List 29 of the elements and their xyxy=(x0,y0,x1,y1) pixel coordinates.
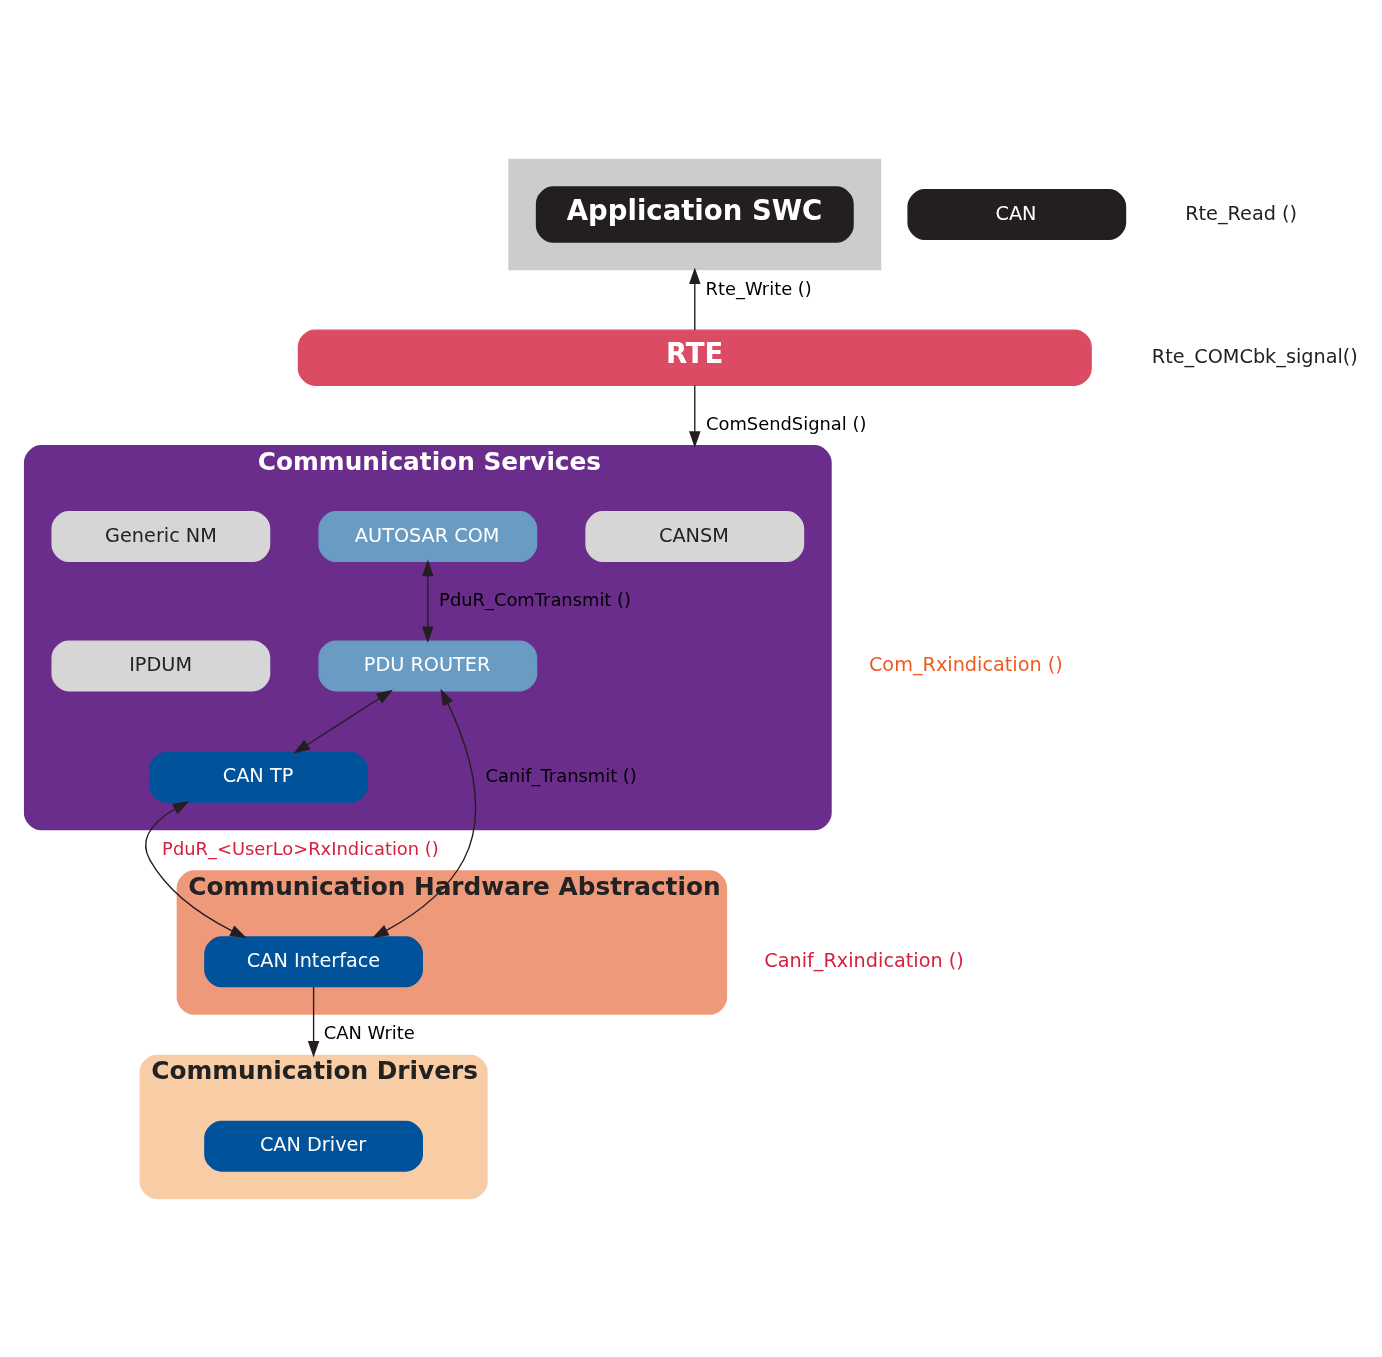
arrow xyxy=(145,800,247,938)
node-box: CAN Interface xyxy=(204,935,423,987)
node-box: CAN Driver xyxy=(204,1120,423,1172)
edge-label: ComSendSignal () xyxy=(706,412,867,434)
edge-label: Rte_Write () xyxy=(705,277,812,299)
node-box: Application SWC xyxy=(535,185,854,243)
label: Rte_COMCbk_signal() xyxy=(1151,344,1358,368)
edge-label: PduR_<UserLo>RxIndication () xyxy=(162,837,439,859)
node-box: PDU ROUTER xyxy=(318,639,538,691)
node-box: CAN TP xyxy=(149,751,368,803)
node-box: AUTOSAR COM xyxy=(318,510,538,562)
edge-label: Canif_Transmit () xyxy=(485,764,637,786)
node-box: RTE xyxy=(297,328,1092,386)
arrow xyxy=(689,267,701,331)
node-box: CANSM xyxy=(585,510,805,562)
label: Rte_Read () xyxy=(1185,201,1298,225)
node-box: IPDUM xyxy=(51,639,271,691)
arrow xyxy=(307,985,320,1057)
edge-label: PduR_ComTransmit () xyxy=(439,588,632,610)
edge-label: CAN Write xyxy=(323,1021,415,1043)
arrow xyxy=(372,688,477,938)
arrow xyxy=(689,384,701,448)
arrow xyxy=(422,559,434,643)
label: Com_Rxindication () xyxy=(868,652,1063,676)
label: Canif_Rxindication () xyxy=(764,948,964,972)
node-box: Generic NM xyxy=(51,510,271,562)
arrow xyxy=(293,689,393,754)
cluster xyxy=(508,158,882,270)
node-box: CAN xyxy=(907,188,1127,240)
